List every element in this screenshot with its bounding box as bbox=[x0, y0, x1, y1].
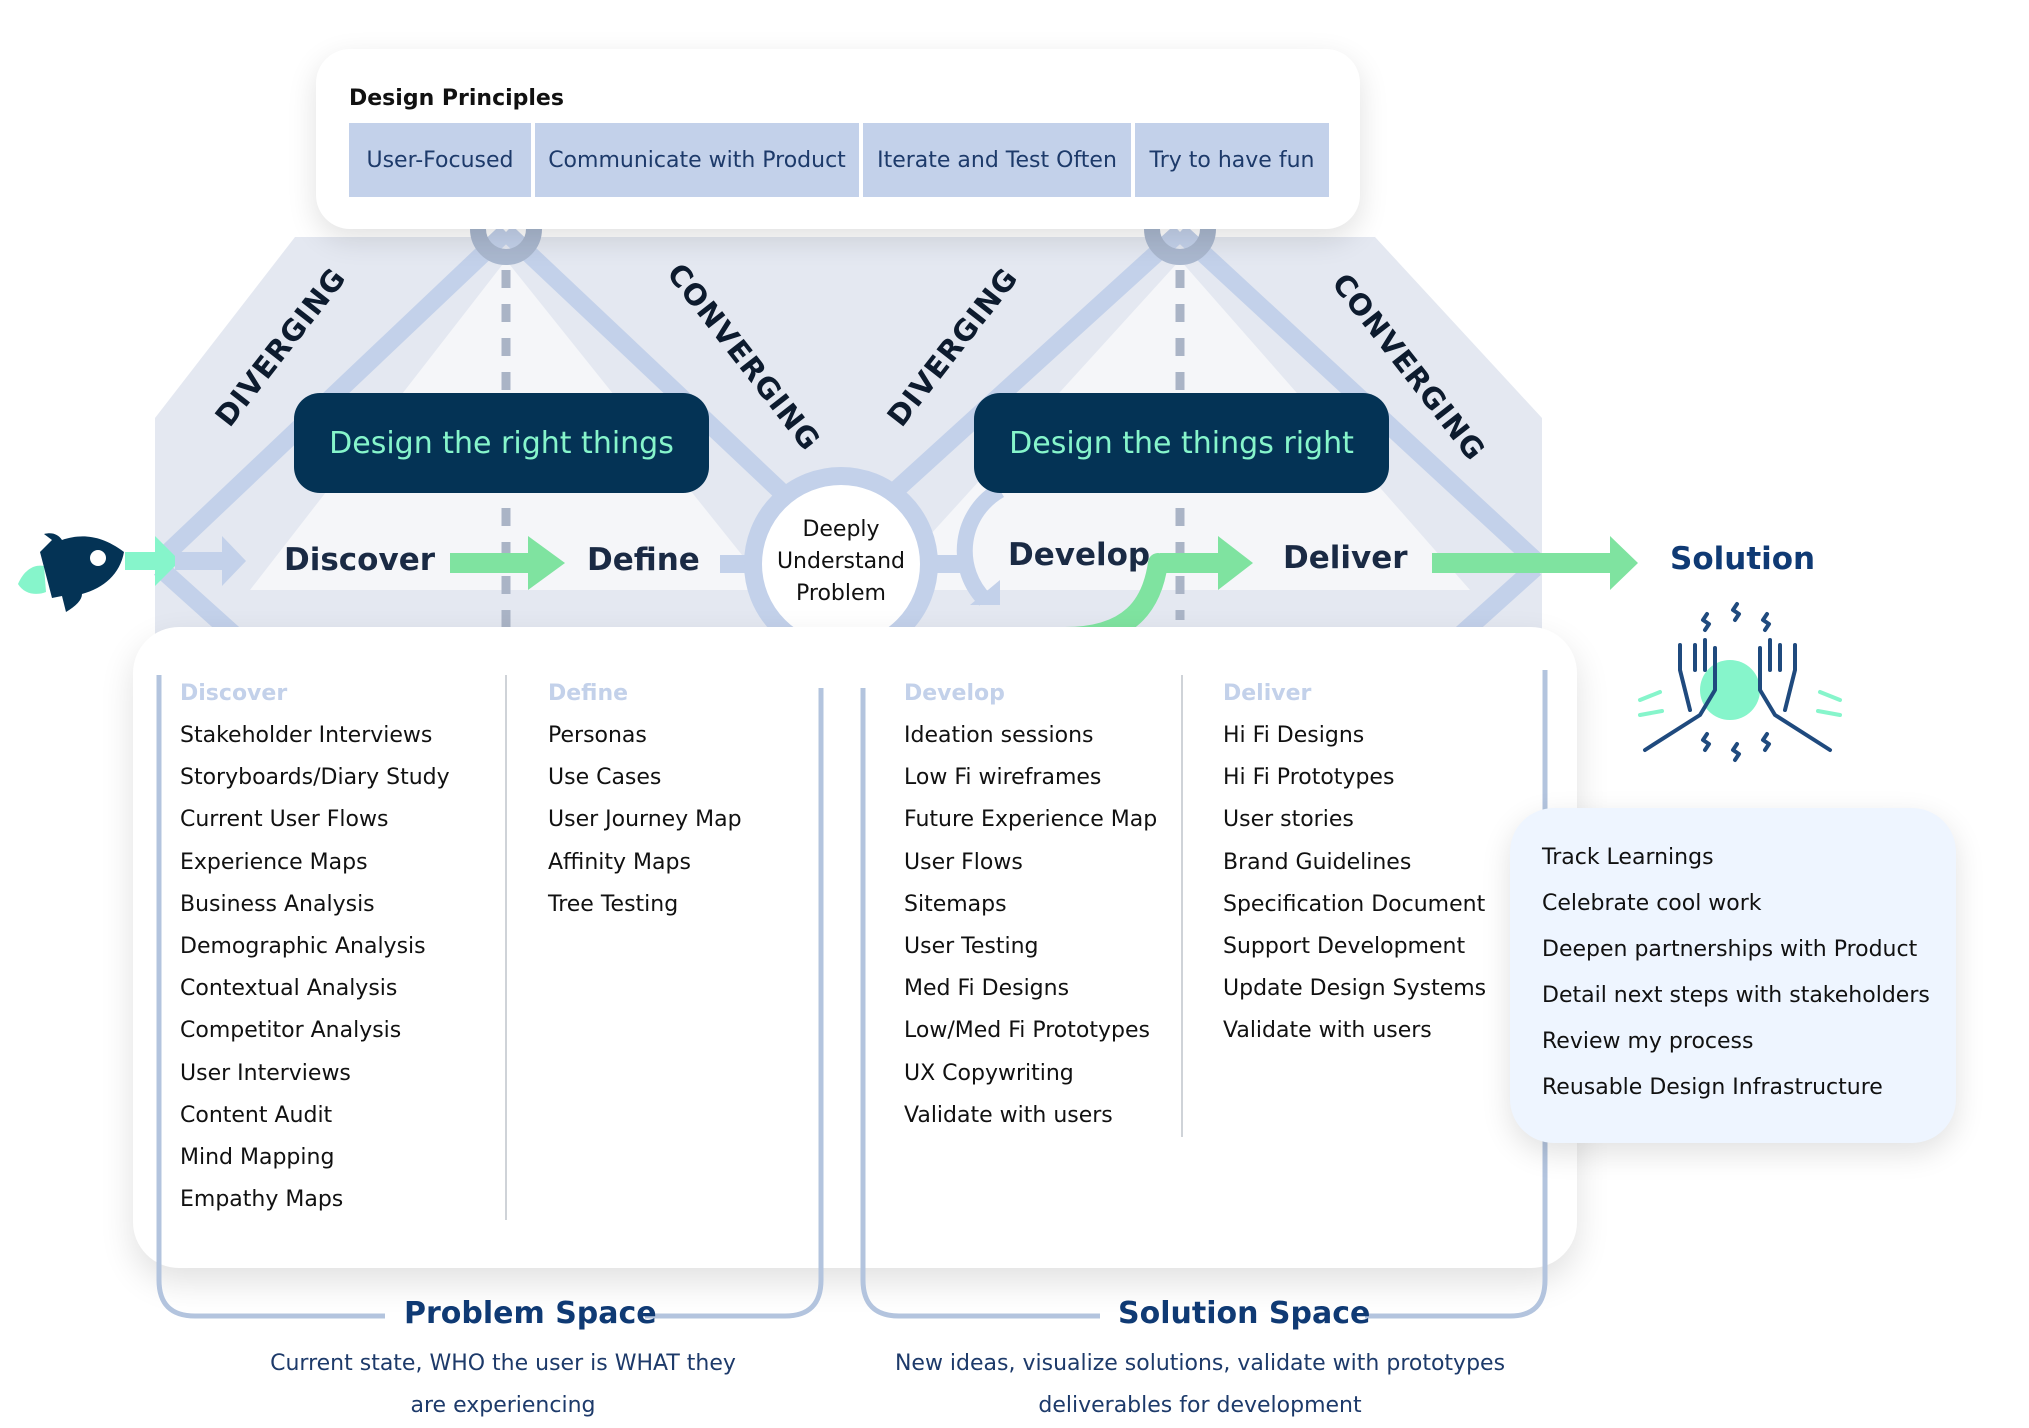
column-divider bbox=[1181, 675, 1183, 1137]
list-item: Empathy Maps bbox=[180, 1187, 344, 1213]
discover-column: Discover Stakeholder Interviews Storyboa… bbox=[180, 680, 450, 1228]
problem-space-desc-line: are experiencing bbox=[410, 1393, 596, 1418]
deliver-column: Deliver Hi Fi Designs Hi Fi Prototypes U… bbox=[1223, 680, 1486, 1060]
develop-loop-arrow bbox=[956, 483, 1005, 606]
center-circle-line: Deeply bbox=[802, 517, 880, 542]
phase-deliver: Deliver bbox=[1283, 540, 1408, 576]
list-item: User Testing bbox=[904, 933, 1039, 959]
list-item: Celebrate cool work bbox=[1542, 891, 1762, 916]
column-header-define: Define bbox=[548, 681, 629, 706]
develop-loop-arrowhead bbox=[970, 580, 1000, 605]
center-circle-line: Understand bbox=[776, 549, 906, 574]
left-diamond-knob bbox=[470, 228, 542, 265]
rocket-icon bbox=[18, 533, 124, 612]
list-item: Demographic Analysis bbox=[180, 933, 426, 959]
list-item: Brand Guidelines bbox=[1223, 849, 1412, 875]
list-item: Future Experience Map bbox=[904, 807, 1158, 833]
right-diamond-knob bbox=[1144, 228, 1216, 265]
list-item: Current User Flows bbox=[180, 807, 389, 833]
phase-define: Define bbox=[587, 542, 700, 578]
list-item: User stories bbox=[1223, 807, 1354, 833]
list-item: UX Copywriting bbox=[904, 1060, 1074, 1086]
list-item: Validate with users bbox=[1223, 1018, 1432, 1044]
principle-chip-fun: Try to have fun bbox=[1135, 123, 1329, 197]
principle-chip-communicate: Communicate with Product bbox=[535, 123, 859, 197]
list-item: Contextual Analysis bbox=[180, 976, 398, 1002]
after-launch-list: Track Learnings Celebrate cool work Deep… bbox=[1542, 844, 1930, 1120]
problem-space-title: Problem Space bbox=[404, 1296, 657, 1331]
list-item: Stakeholder Interviews bbox=[180, 723, 433, 748]
solution-label: Solution bbox=[1670, 541, 1816, 577]
problem-space-description: Current state, WHO the user is WHAT they… bbox=[203, 1343, 803, 1427]
principle-chip-user-focused: User-Focused bbox=[349, 123, 531, 197]
problem-space-desc-line: Current state, WHO the user is WHAT they bbox=[270, 1351, 736, 1376]
column-divider bbox=[505, 675, 507, 1220]
column-header-discover: Discover bbox=[180, 681, 288, 706]
high-five-icon bbox=[1638, 602, 1842, 762]
design-principles-title: Design Principles bbox=[349, 86, 564, 111]
column-header-develop: Develop bbox=[904, 681, 1005, 706]
list-item: Storyboards/Diary Study bbox=[180, 765, 450, 791]
list-item: Med Fi Designs bbox=[904, 976, 1070, 1002]
list-item: Deepen partnerships with Product bbox=[1542, 937, 1918, 962]
define-column: Define Personas Use Cases User Journey M… bbox=[548, 680, 742, 933]
list-item: Sitemaps bbox=[904, 891, 1007, 917]
list-item: Low/Med Fi Prototypes bbox=[904, 1018, 1150, 1044]
center-circle-line: Problem bbox=[796, 581, 886, 606]
solution-space-desc-line: New ideas, visualize solutions, validate… bbox=[894, 1351, 1506, 1376]
start-arrowhead bbox=[155, 536, 180, 586]
list-item: User Journey Map bbox=[548, 807, 742, 833]
discover-arrowhead bbox=[222, 536, 246, 586]
solution-space-title: Solution Space bbox=[1118, 1296, 1371, 1331]
list-item: Mind Mapping bbox=[180, 1144, 335, 1170]
list-item: Ideation sessions bbox=[904, 723, 1094, 748]
list-item: Track Learnings bbox=[1542, 845, 1714, 870]
list-item: Reusable Design Infrastructure bbox=[1542, 1075, 1883, 1100]
develop-column: Develop Ideation sessions Low Fi wirefra… bbox=[904, 680, 1157, 1144]
phase-develop: Develop bbox=[1008, 537, 1151, 573]
list-item: Validate with users bbox=[904, 1102, 1113, 1128]
list-item: Detail next steps with stakeholders bbox=[1542, 983, 1930, 1008]
solution-space-desc-line: deliverables for development bbox=[1038, 1393, 1362, 1418]
after-launch-card: Track Learnings Celebrate cool work Deep… bbox=[1510, 808, 1956, 1143]
center-circle-text: Deeply Understand Problem bbox=[753, 514, 929, 610]
list-item: Hi Fi Prototypes bbox=[1223, 765, 1395, 791]
list-item: Experience Maps bbox=[180, 849, 368, 875]
list-item: Use Cases bbox=[548, 765, 662, 791]
flow-arrows bbox=[450, 536, 1638, 590]
list-item: User Flows bbox=[904, 849, 1023, 875]
list-item: Low Fi wireframes bbox=[904, 765, 1102, 791]
phase-discover: Discover bbox=[284, 542, 436, 578]
list-item: Specification Document bbox=[1223, 891, 1486, 917]
list-item: Personas bbox=[548, 723, 647, 748]
design-right-things-banner: Design the right things bbox=[294, 393, 709, 493]
list-item: Affinity Maps bbox=[548, 849, 691, 875]
list-item: Tree Testing bbox=[548, 891, 679, 917]
list-item: Support Development bbox=[1223, 933, 1466, 959]
list-item: Review my process bbox=[1542, 1029, 1754, 1054]
list-item: Content Audit bbox=[180, 1102, 333, 1128]
principle-chip-iterate: Iterate and Test Often bbox=[863, 123, 1131, 197]
list-item: Update Design Systems bbox=[1223, 976, 1487, 1002]
list-item: Business Analysis bbox=[180, 891, 375, 917]
list-item: Hi Fi Designs bbox=[1223, 723, 1365, 748]
design-things-right-banner: Design the things right bbox=[974, 393, 1389, 493]
list-item: User Interviews bbox=[180, 1060, 351, 1086]
solution-space-description: New ideas, visualize solutions, validate… bbox=[860, 1343, 1540, 1427]
list-item: Competitor Analysis bbox=[180, 1018, 402, 1044]
column-header-deliver: Deliver bbox=[1223, 681, 1312, 706]
